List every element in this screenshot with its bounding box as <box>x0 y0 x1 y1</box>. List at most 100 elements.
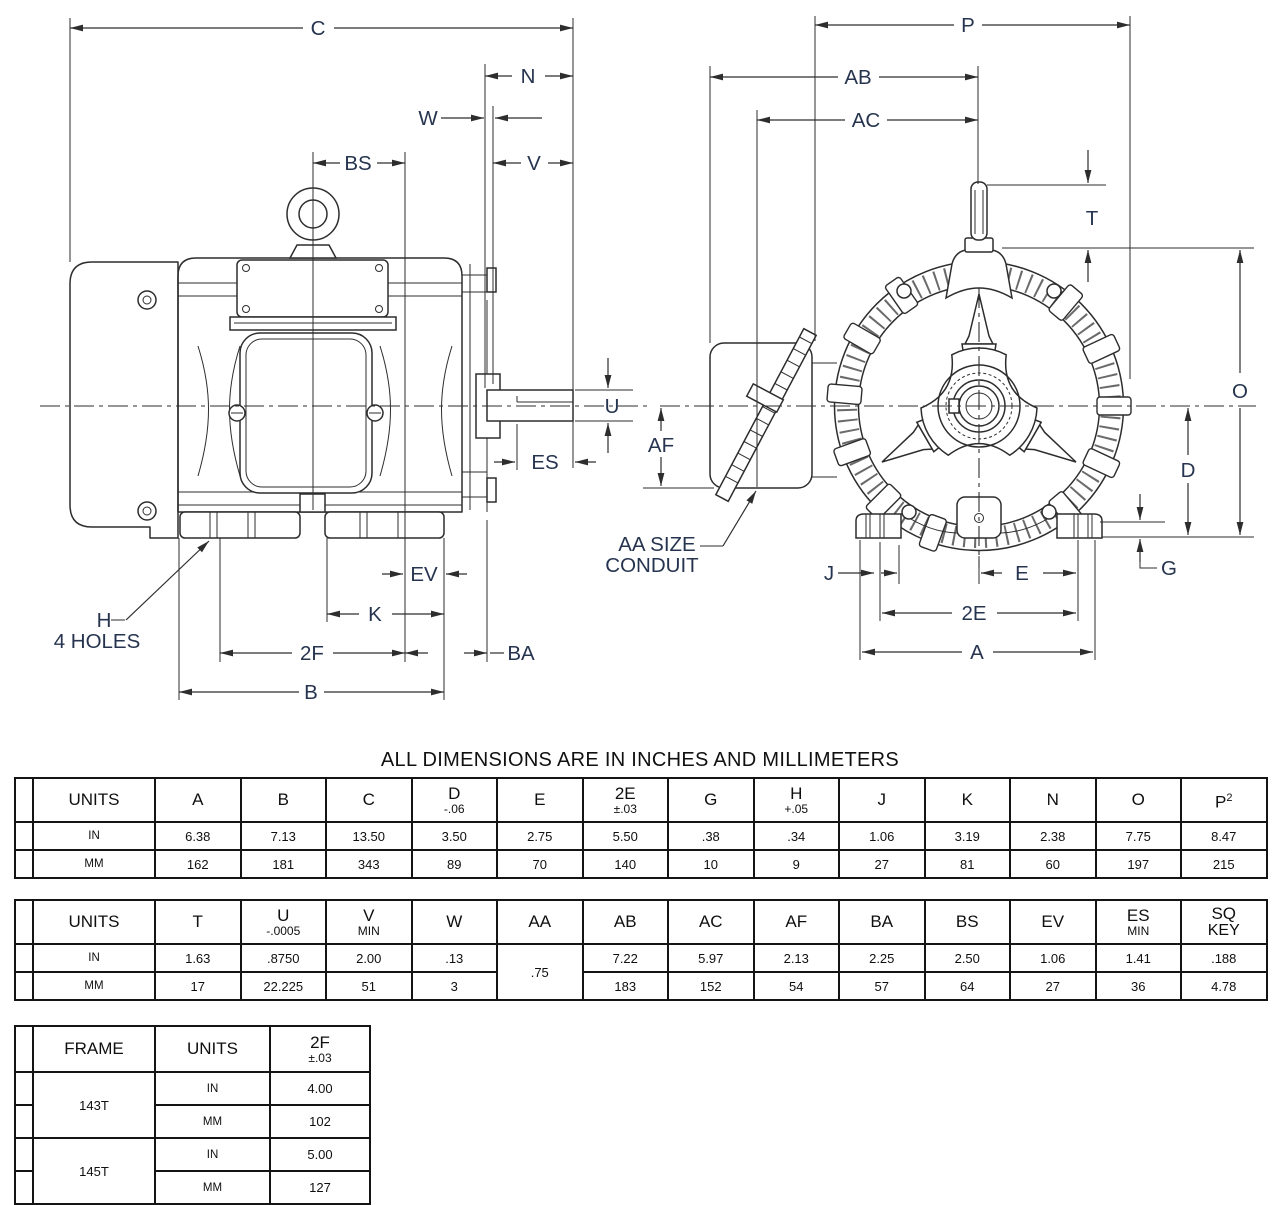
table-cell: .8750 <box>239 943 327 973</box>
table-cell: 51 <box>325 971 413 1001</box>
table-cell <box>14 1170 34 1205</box>
table-cell: 3.19 <box>923 821 1011 851</box>
table-cell: 89 <box>410 849 498 879</box>
table-cell: MM <box>154 1170 271 1205</box>
dim-label-n: N <box>521 65 536 88</box>
dimensions-note: ALL DIMENSIONS ARE IN INCHES AND MILLIME… <box>380 749 900 771</box>
table-cell: 4.00 <box>269 1071 371 1106</box>
table-cell <box>14 1025 34 1073</box>
dim-label-2f: 2F <box>300 642 324 665</box>
table-cell: IN <box>32 821 156 851</box>
table-cell <box>14 971 34 1001</box>
table-cell: UNITS <box>154 1025 271 1073</box>
dim-label-4holes: 4 HOLES <box>54 630 141 653</box>
table-cell: 7.13 <box>239 821 327 851</box>
motor-side-view: C N W BS V U ES EV K 2F BA B H 4 HOLES <box>40 17 650 704</box>
table-cell: 57 <box>838 971 926 1001</box>
table-cell: 2.13 <box>752 943 840 973</box>
dim-label-t: T <box>1086 207 1099 230</box>
table-cell: 2.50 <box>923 943 1011 973</box>
table-cell: 181 <box>239 849 327 879</box>
table-cell: 2.25 <box>838 943 926 973</box>
dim-label-ev: EV <box>410 563 438 586</box>
table-cell: 1.63 <box>154 943 242 973</box>
table-cell: MM <box>32 849 156 879</box>
dim-label-p: P <box>961 14 975 37</box>
table-cell <box>14 1104 34 1139</box>
dim-label-2e: 2E <box>961 602 986 625</box>
conduit-note-line2: CONDUIT <box>605 554 699 577</box>
column-header: 2F±.03 <box>269 1025 371 1073</box>
dim-label-d: D <box>1181 459 1196 482</box>
table-cell <box>14 821 34 851</box>
dim-label-af: AF <box>648 434 674 457</box>
column-header: AA <box>496 899 584 945</box>
table-cell: 1.06 <box>1009 943 1097 973</box>
table-cell: 17 <box>154 971 242 1001</box>
table-cell: 27 <box>1009 971 1097 1001</box>
table-cell: 8.47 <box>1180 821 1268 851</box>
table-cell: 5.00 <box>269 1137 371 1172</box>
table-cell: 10 <box>667 849 755 879</box>
table-cell: 13.50 <box>325 821 413 851</box>
table-cell: 145T <box>32 1137 156 1205</box>
table-cell: 64 <box>923 971 1011 1001</box>
column-header: K <box>923 777 1011 823</box>
table-cell: 127 <box>269 1170 371 1205</box>
table-cell: 7.22 <box>581 943 669 973</box>
column-header: D-.06 <box>410 777 498 823</box>
table-cell: 60 <box>1009 849 1097 879</box>
table-cell: .34 <box>752 821 840 851</box>
table-cell: 140 <box>581 849 669 879</box>
table-cell: 36 <box>1094 971 1182 1001</box>
dim-label-c: C <box>311 17 326 40</box>
column-header: W <box>410 899 498 945</box>
column-header: O <box>1094 777 1182 823</box>
column-header: BA <box>838 899 926 945</box>
column-header: B <box>239 777 327 823</box>
table-cell: 2.75 <box>496 821 584 851</box>
table-cell: IN <box>32 943 156 973</box>
table-cell: 3.50 <box>410 821 498 851</box>
table-cell: 1.06 <box>838 821 926 851</box>
column-header: AF <box>752 899 840 945</box>
column-header: EV <box>1009 899 1097 945</box>
dim-label-o: O <box>1232 380 1248 403</box>
table-cell: 22.225 <box>239 971 327 1001</box>
conduit-note-line1: AA SIZE <box>618 533 695 556</box>
table-cell: 2.38 <box>1009 821 1097 851</box>
table-cell: MM <box>154 1104 271 1139</box>
dim-label-g: G <box>1161 557 1177 580</box>
column-header: A <box>154 777 242 823</box>
column-header: P2 <box>1180 777 1268 823</box>
table-cell: 1.41 <box>1094 943 1182 973</box>
dim-label-es: ES <box>531 451 558 474</box>
table-cell: 81 <box>923 849 1011 879</box>
table-cell <box>14 1071 34 1106</box>
dim-label-a: A <box>970 641 984 664</box>
table-cell <box>14 1137 34 1172</box>
table-cell: 54 <box>752 971 840 1001</box>
dim-label-ba: BA <box>507 642 535 665</box>
table-cell <box>14 899 34 945</box>
table-cell: .188 <box>1180 943 1268 973</box>
column-header: U-.0005 <box>239 899 327 945</box>
table-cell: MM <box>32 971 156 1001</box>
table-cell: .38 <box>667 821 755 851</box>
dimension-drawings: C N W BS V U ES EV K 2F BA B H 4 HOLES <box>40 14 1256 704</box>
table-cell: 5.97 <box>667 943 755 973</box>
table-cell: FRAME <box>32 1025 156 1073</box>
table-cell: 2.00 <box>325 943 413 973</box>
table-cell: 5.50 <box>581 821 669 851</box>
motor-end-view: P AB AC T O D AF AA SIZE CONDUIT J E 2E … <box>605 14 1256 664</box>
table-cell: 70 <box>496 849 584 879</box>
table-cell: UNITS <box>32 777 156 823</box>
